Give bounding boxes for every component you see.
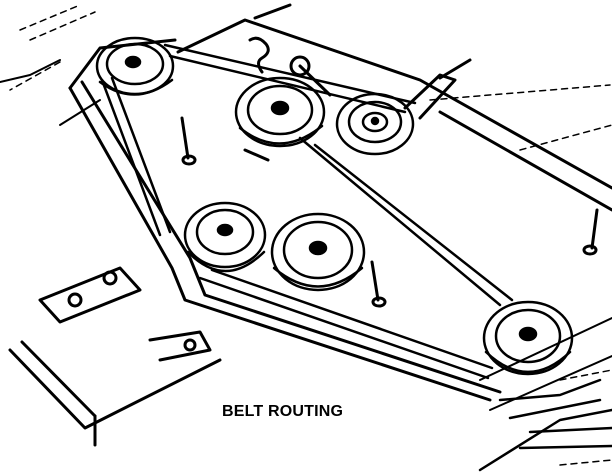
pulley-top-left [95,36,175,96]
deck-studs [180,116,599,308]
hidden-lines [9,4,612,466]
mower-deck-frame [0,3,612,411]
pulley-mid-right [270,212,366,292]
pulley-center-upper [234,76,326,148]
idler-pulley [335,92,415,156]
housing-lower-right [478,378,612,472]
pulley-bottom-right [482,300,574,376]
diagram-caption: BELT ROUTING [222,403,344,420]
idler-arm [248,36,472,120]
pulley-mid-left [183,201,267,273]
bracket-lower-left [8,266,222,447]
